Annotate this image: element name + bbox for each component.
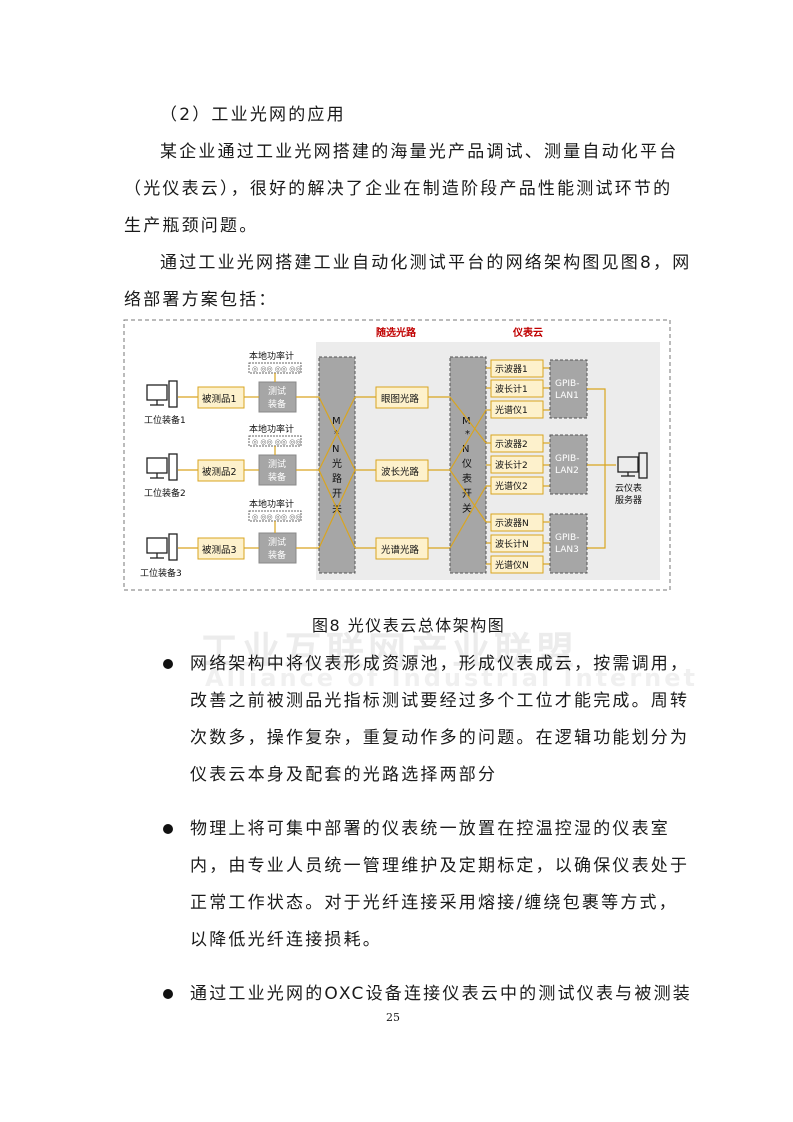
test-equip-2-l2: 装备 xyxy=(268,471,286,483)
svg-text:GPIB-: GPIB- xyxy=(555,533,579,543)
svg-text:M: M xyxy=(332,416,341,427)
svg-text:光: 光 xyxy=(332,457,342,470)
para2-line2: 络部署方案包括： xyxy=(124,290,278,310)
bullet3-line1: 通过工业光网的OXC设备连接仪表云中的测试仪表与被测装 xyxy=(190,984,692,1004)
test-equip-2-l1: 测试 xyxy=(268,458,286,470)
dut-2-label: 被测品2 xyxy=(202,466,237,478)
path-eye xyxy=(375,386,429,409)
bullet-dot xyxy=(163,824,173,834)
test-equip-3-l2: 装备 xyxy=(268,549,286,561)
bullet2-line3: 正常工作状态。对于光纤连接采用熔接/缠绕包裹等方式， xyxy=(190,893,678,913)
svg-text:光谱仪N: 光谱仪N xyxy=(495,559,529,571)
gpib-3 xyxy=(549,513,588,574)
power-meter-label: 本地功率计 xyxy=(249,350,294,362)
label-cloud: 仪表云 xyxy=(512,326,543,339)
power-meter-label: 本地功率计 xyxy=(249,423,294,435)
bullet2-line4: 以降低光纤连接损耗。 xyxy=(190,930,382,950)
path-wavelength-label: 波长光路 xyxy=(381,466,420,478)
bullet1-line2: 改善之前被测品光指标测试要经过多个工位才能完成。周转 xyxy=(190,691,690,711)
computer-icon xyxy=(146,380,178,408)
computer-icon xyxy=(146,533,178,561)
dut-1-label: 被测品1 xyxy=(202,393,237,405)
station-3: 工位装备3 xyxy=(140,567,182,579)
diagram-frame xyxy=(123,319,671,591)
svg-text:开: 开 xyxy=(332,489,342,500)
svg-text:波长计N: 波长计N xyxy=(495,538,529,550)
bullet-dot xyxy=(163,989,173,999)
mn-optical-switch xyxy=(318,356,356,574)
section-heading: （2）工业光网的应用 xyxy=(160,105,346,125)
watermark: 工业互联网产业联盟 xyxy=(200,629,579,673)
power-meter-ports: ◎ ◎◎ ◎◎ ◎◎ xyxy=(252,513,301,521)
svg-text:M: M xyxy=(462,416,471,427)
instrument-group-2: 示波器2 波长计2 光谱仪2 xyxy=(490,434,544,495)
svg-text:关: 关 xyxy=(462,502,472,515)
svg-text:波长计2: 波长计2 xyxy=(495,459,528,471)
svg-text:示波器N: 示波器N xyxy=(495,517,529,529)
svg-text:路: 路 xyxy=(332,472,342,485)
gpib-1 xyxy=(549,359,588,419)
page-number: 25 xyxy=(386,1011,400,1024)
svg-text:波长计1: 波长计1 xyxy=(495,383,528,395)
path-wavelength xyxy=(375,459,429,482)
svg-text:GPIB-: GPIB- xyxy=(555,379,579,389)
instrument-group-3: 示波器N 波长计N 光谱仪N xyxy=(490,513,544,574)
path-spectrum xyxy=(375,537,429,560)
server-icon xyxy=(617,452,648,479)
power-meter-ports: ◎ ◎◎ ◎◎ ◎◎ xyxy=(252,438,301,446)
instrument-group-1: 示波器1 波长计1 光谱仪1 xyxy=(490,359,544,419)
cloud-background xyxy=(316,342,660,580)
path-spectrum-label: 光谱光路 xyxy=(381,544,420,556)
para2-line1: 通过工业光网搭建工业自动化测试平台的网络架构图见图8，网 xyxy=(160,253,692,273)
svg-text:GPIB-: GPIB- xyxy=(555,454,579,464)
server-label-2: 服务器 xyxy=(615,494,642,506)
row-3: 本地功率计 ◎ ◎◎ ◎◎ ◎◎ 被测品3 测试 装备 工位装备3 xyxy=(140,498,302,579)
station-1: 工位装备1 xyxy=(144,414,186,426)
svg-text:示波器2: 示波器2 xyxy=(495,438,528,450)
bullet1-line3: 次数多，操作复杂，重复动作多的问题。在逻辑功能划分为 xyxy=(190,728,690,748)
bullet2-line1: 物理上将可集中部署的仪表统一放置在控温控湿的仪表室 xyxy=(190,819,670,839)
architecture-diagram: 随选光路 仪表云 本地功率计 ◎ ◎◎ ◎◎ ◎◎ 被测品1 测试 装备 工位装… xyxy=(123,319,671,591)
power-meter-ports: ◎ ◎◎ ◎◎ ◎◎ xyxy=(252,365,301,373)
station-2: 工位装备2 xyxy=(144,487,186,499)
gpib-2 xyxy=(549,434,588,495)
svg-text:LAN1: LAN1 xyxy=(555,391,579,401)
para1-line2: （光仪表云），很好的解决了企业在制造阶段产品性能测试环节的 xyxy=(124,179,673,199)
bullet2-line2: 内，由专业人员统一管理维护及定期标定，以确保仪表处于 xyxy=(190,856,690,876)
server-label-1: 云仪表 xyxy=(615,482,642,494)
computer-icon xyxy=(146,453,178,481)
test-equip-2 xyxy=(258,454,297,486)
svg-text:LAN2: LAN2 xyxy=(555,466,579,476)
test-equip-1-l2: 装备 xyxy=(268,398,286,410)
path-eye-label: 眼图光路 xyxy=(381,393,420,405)
svg-text:光谱仪1: 光谱仪1 xyxy=(495,404,528,416)
bullet1-line1: 网络架构中将仪表形成资源池，形成仪表成云，按需调用， xyxy=(190,654,690,674)
para1-line3: 生产瓶颈问题。 xyxy=(124,216,259,236)
svg-text:N: N xyxy=(462,444,469,455)
svg-text:仪: 仪 xyxy=(462,458,472,470)
svg-text:示波器1: 示波器1 xyxy=(495,363,528,375)
svg-text:表: 表 xyxy=(462,472,472,485)
bullet-dot xyxy=(163,659,173,669)
para1-line1: 某企业通过工业光网搭建的海量光产品调试、测量自动化平台 xyxy=(160,142,679,162)
label-route: 随选光路 xyxy=(376,326,417,339)
svg-text:N: N xyxy=(332,444,339,455)
test-equip-3-l1: 测试 xyxy=(268,536,286,548)
figure-caption: 图8 光仪表云总体架构图 xyxy=(312,616,506,635)
power-meter-label: 本地功率计 xyxy=(249,498,294,510)
test-equip-1-l1: 测试 xyxy=(268,385,286,397)
dut-3-label: 被测品3 xyxy=(202,544,237,556)
watermark-en: Alliance of Industrial Internet xyxy=(205,664,698,692)
bullet1-line4: 仪表云本身及配套的光路选择两部分 xyxy=(190,765,498,785)
svg-text:LAN3: LAN3 xyxy=(555,545,579,555)
svg-text:*: * xyxy=(465,429,470,440)
svg-text:光谱仪2: 光谱仪2 xyxy=(495,480,528,492)
